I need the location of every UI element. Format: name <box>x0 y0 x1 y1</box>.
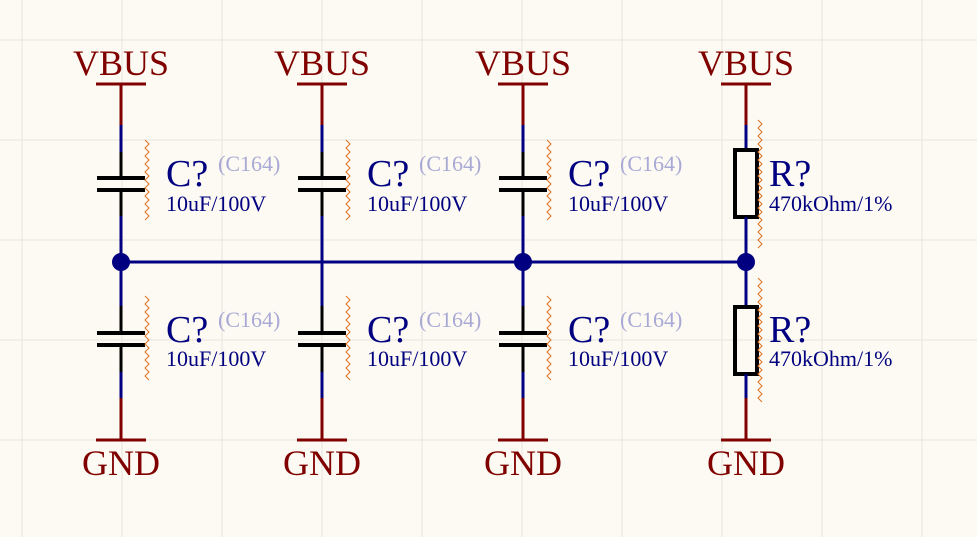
designator-top-1: C? <box>367 153 409 195</box>
designator-top-3: R? <box>769 153 811 195</box>
gnd-label-2: GND <box>484 443 562 483</box>
vbus-power-port-3[interactable]: VBUS <box>698 43 794 125</box>
comment-top-0: (C164) <box>218 151 280 176</box>
vbus-power-port-2[interactable]: VBUS <box>475 43 571 125</box>
vbus-label-1: VBUS <box>274 43 370 83</box>
capacitor-bottom-2[interactable]: C? (C164) 10uF/100V <box>499 262 682 398</box>
squiggle-marker <box>144 139 150 221</box>
column-3: VBUS R? 470kOhm/1% R? 470kOhm/1% GND <box>698 43 892 483</box>
capacitor-top-1[interactable]: C? (C164) 10uF/100V <box>298 125 481 262</box>
squiggle-marker <box>144 295 150 381</box>
gnd-power-port-1[interactable]: GND <box>283 398 361 483</box>
gnd-label-3: GND <box>707 443 785 483</box>
comment-bottom-2: (C164) <box>620 307 682 332</box>
resistor-top-3[interactable]: R? 470kOhm/1% <box>733 119 892 262</box>
vbus-power-port-0[interactable]: VBUS <box>73 43 169 125</box>
value-bottom-1: 10uF/100V <box>367 346 467 371</box>
squiggle-marker <box>546 139 552 221</box>
squiggle-marker <box>345 295 351 381</box>
gnd-power-port-2[interactable]: GND <box>484 398 562 483</box>
column-1: VBUS C? (C164) 10uF/100V C? (C164) 10uF/… <box>274 43 481 483</box>
capacitor-bottom-1[interactable]: C? (C164) 10uF/100V <box>298 262 481 398</box>
value-top-1: 10uF/100V <box>367 191 467 216</box>
value-top-2: 10uF/100V <box>568 191 668 216</box>
gnd-label-0: GND <box>82 443 160 483</box>
comment-bottom-1: (C164) <box>419 307 481 332</box>
value-bottom-2: 10uF/100V <box>568 346 668 371</box>
value-top-3: 470kOhm/1% <box>769 191 892 216</box>
capacitor-top-0[interactable]: C? (C164) 10uF/100V <box>97 125 280 262</box>
column-2: VBUS C? (C164) 10uF/100V C? (C164) 10uF/… <box>475 43 682 483</box>
vbus-power-port-1[interactable]: VBUS <box>274 43 370 125</box>
vbus-label-3: VBUS <box>698 43 794 83</box>
value-top-0: 10uF/100V <box>166 191 266 216</box>
designator-top-0: C? <box>166 153 208 195</box>
value-bottom-0: 10uF/100V <box>166 346 266 371</box>
comment-top-1: (C164) <box>419 151 481 176</box>
designator-bottom-3: R? <box>769 309 811 351</box>
designator-top-2: C? <box>568 153 610 195</box>
squiggle-marker <box>345 139 351 221</box>
designator-bottom-1: C? <box>367 309 409 351</box>
comment-top-2: (C164) <box>620 151 682 176</box>
squiggle-marker <box>546 295 552 381</box>
column-0: VBUS C? (C164) 10uF/100V C? (C164) 10uF/… <box>73 43 280 483</box>
junction-dot-3 <box>737 253 755 271</box>
gnd-power-port-3[interactable]: GND <box>707 398 785 483</box>
gnd-label-1: GND <box>283 443 361 483</box>
vbus-label-2: VBUS <box>475 43 571 83</box>
resistor-bottom-3[interactable]: R? 470kOhm/1% <box>733 262 892 403</box>
squiggle-marker <box>757 119 763 249</box>
junction-dot-0 <box>112 253 130 271</box>
designator-bottom-0: C? <box>166 309 208 351</box>
gnd-power-port-0[interactable]: GND <box>82 398 160 483</box>
vbus-label-0: VBUS <box>73 43 169 83</box>
capacitor-bottom-0[interactable]: C? (C164) 10uF/100V <box>97 262 280 398</box>
capacitor-top-2[interactable]: C? (C164) 10uF/100V <box>499 125 682 262</box>
comment-bottom-0: (C164) <box>218 307 280 332</box>
designator-bottom-2: C? <box>568 309 610 351</box>
squiggle-marker <box>757 277 763 403</box>
value-bottom-3: 470kOhm/1% <box>769 346 892 371</box>
junction-dot-2 <box>514 253 532 271</box>
